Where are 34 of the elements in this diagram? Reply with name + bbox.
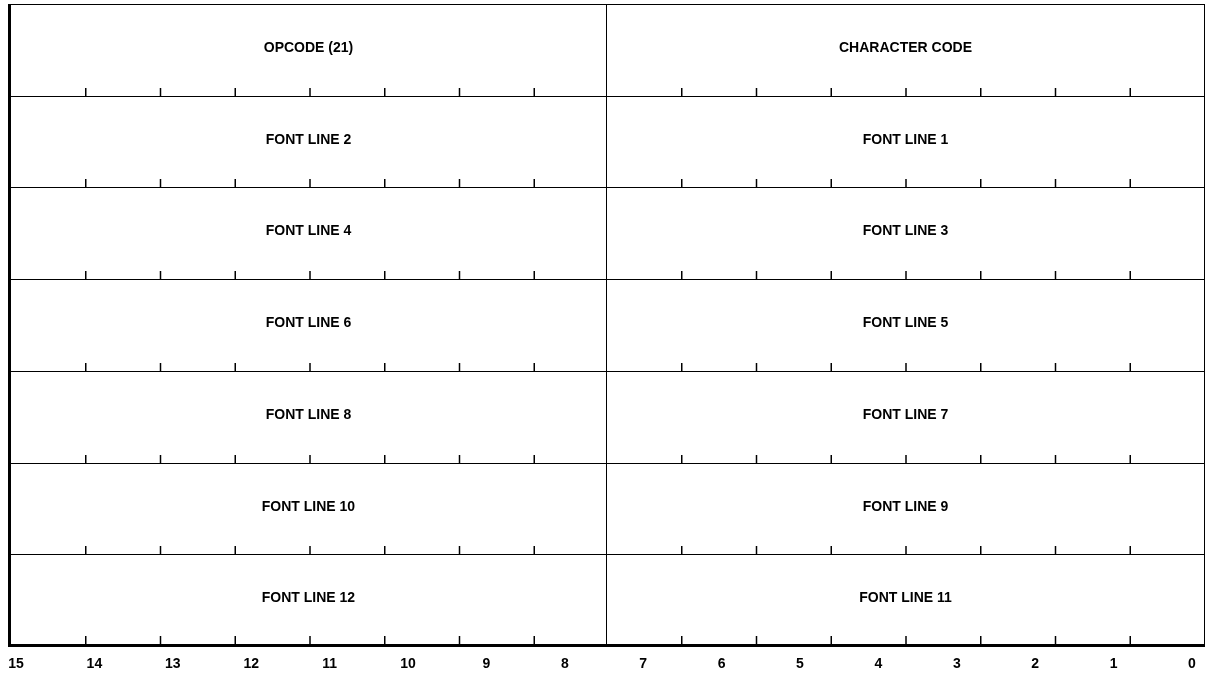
field-label: OPCODE (21) xyxy=(262,39,355,55)
field-label: FONT LINE 2 xyxy=(264,130,353,147)
field-label: FONT LINE 12 xyxy=(260,589,357,606)
bit-number: 2 xyxy=(1030,655,1041,671)
bit-number: 4 xyxy=(873,655,884,671)
field-label: FONT LINE 5 xyxy=(861,314,950,331)
bit-number: 13 xyxy=(164,655,182,671)
bit-number: 11 xyxy=(321,655,338,671)
field-label: CHARACTER CODE xyxy=(838,39,973,55)
bit-number: 12 xyxy=(242,655,260,671)
field-label: FONT LINE 1 xyxy=(861,130,950,147)
bit-number: 0 xyxy=(1187,655,1197,671)
bit-number: 10 xyxy=(399,655,417,671)
bit-number: 3 xyxy=(951,655,962,671)
field-label: FONT LINE 7 xyxy=(861,405,950,422)
bit-number: 7 xyxy=(638,655,649,671)
field-label: FONT LINE 10 xyxy=(260,497,357,514)
bit-number: 8 xyxy=(559,655,570,671)
bit-field xyxy=(606,554,1205,647)
field-label: FONT LINE 4 xyxy=(264,222,353,239)
bit-number: 6 xyxy=(716,655,727,671)
field-label: FONT LINE 9 xyxy=(861,497,950,514)
bit-number: 15 xyxy=(7,655,25,671)
bit-number: 14 xyxy=(85,655,104,671)
field-label: FONT LINE 3 xyxy=(861,222,950,239)
field-label: FONT LINE 11 xyxy=(858,589,953,606)
field-label: FONT LINE 8 xyxy=(264,405,353,422)
field-label: FONT LINE 6 xyxy=(264,314,353,331)
bit-field xyxy=(8,554,607,647)
bit-number: 9 xyxy=(481,655,492,671)
bit-number: 1 xyxy=(1108,655,1119,671)
bit-field xyxy=(8,4,607,97)
bit-field xyxy=(606,4,1205,97)
bit-number: 5 xyxy=(795,655,805,671)
